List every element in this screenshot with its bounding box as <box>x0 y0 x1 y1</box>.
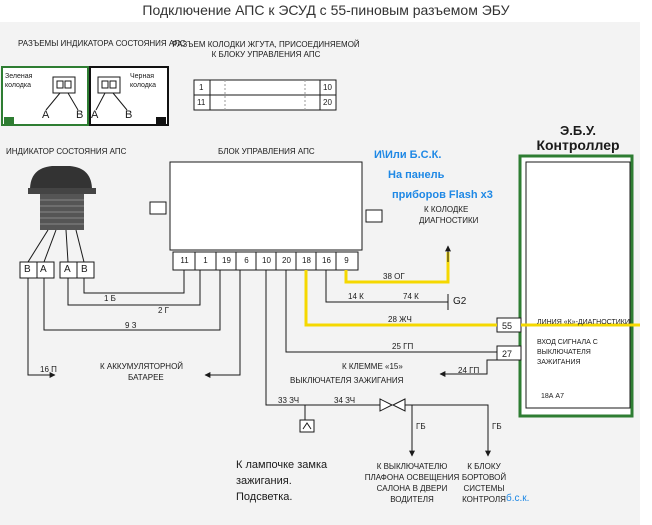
block-pin-11: 11 <box>180 256 189 265</box>
harness-connector-heading: РАЗЪЕМ КОЛОДКИ ЖГУТА, ПРИСОЕДИНЯЕМОЙ К Б… <box>172 40 360 59</box>
wire-2g: 2 Г <box>158 306 170 315</box>
wire-25gp: 25 ГП <box>392 342 414 351</box>
lamp-note-1: К лампочке замка <box>236 459 328 471</box>
harness-pin-10: 10 <box>323 83 332 92</box>
green-connector <box>1 66 89 126</box>
block-pin-10: 10 <box>262 256 271 265</box>
battery-target-1: К АККУМУЛЯТОРНОЙ <box>100 362 184 371</box>
page-title: Подключение АПС к ЭСУД с 55-пиновым разъ… <box>142 2 510 18</box>
bsk-target-4: КОНТРОЛЯ <box>462 495 506 504</box>
bsk-target-2: БОРТОВОЙ <box>461 473 507 482</box>
wire-34zch: 34 ЗЧ <box>334 396 356 405</box>
ecu-pin-27-label-3: ЗАЖИГАНИЯ <box>537 359 581 366</box>
indicator-device <box>27 166 96 263</box>
harness-pin-20: 20 <box>323 98 332 107</box>
harness-pin-11: 11 <box>197 98 206 107</box>
diag-target-2: ДИАГНОСТИКИ <box>419 216 479 225</box>
harness-pin-1: 1 <box>199 83 204 92</box>
block-pin-1: 1 <box>203 256 208 265</box>
indicator-pin-4: B <box>81 264 88 275</box>
black-pin-b: B <box>125 109 133 121</box>
indicator-wires <box>27 270 241 378</box>
bsk-target-3: СИСТЕМЫ <box>463 484 505 493</box>
block-pin-18: 18 <box>302 256 311 265</box>
ecu-title-1: Э.Б.У. <box>560 123 596 138</box>
block-pin-9: 9 <box>344 256 349 265</box>
lamp-note-2: зажигания. <box>236 475 292 487</box>
diag-target-1: К КОЛОДКЕ <box>424 205 469 214</box>
wire-38og: 38 ОГ <box>383 272 405 281</box>
lamp-switch-target-3: САЛОНА В ДВЕРИ <box>376 484 448 493</box>
wire-93: 9 З <box>125 321 137 330</box>
lamp-switch-target-1: К ВЫКЛЮЧАТЕЛЮ <box>376 462 448 471</box>
battery-target-2: БАТАРЕЕ <box>128 373 164 382</box>
ecu-pin-55-label: ЛИНИЯ «К»-ДИАГНОСТИКИ <box>537 319 630 326</box>
indicator-label: ИНДИКАТОР СОСТОЯНИЯ АПС <box>6 147 127 156</box>
indicator-pin-1: B <box>24 264 31 275</box>
green-connector-label: Зеленая колодка <box>5 73 33 89</box>
bulb-symbol <box>299 419 315 433</box>
bsk-target-1: К БЛОКУ <box>467 462 501 471</box>
wire-16p: 16 П <box>40 365 57 374</box>
splice-symbol <box>379 398 406 412</box>
wire-28zh: 28 ЖЧ <box>388 315 412 324</box>
green-pin-a: A <box>42 109 50 121</box>
note-flash: приборов Flash x3 <box>392 189 493 201</box>
green-pin-b: B <box>76 109 84 121</box>
black-pin-a: A <box>91 109 99 121</box>
yellow-wires <box>304 252 640 327</box>
control-block-body <box>149 161 383 271</box>
ecu-box <box>496 154 634 418</box>
wire-gb-1: ГБ <box>416 422 426 431</box>
wire-14k: 14 К <box>348 292 364 301</box>
note-panel: На панель <box>388 169 445 181</box>
harness-connector-grid <box>193 79 337 111</box>
lamp-switch-target-4: ВОДИТЕЛЯ <box>390 495 434 504</box>
indicator-connectors-heading: РАЗЪЕМЫ ИНДИКАТОРА СОСТОЯНИЯ АПС <box>18 39 186 48</box>
ecu-pin-55: 55 <box>502 321 513 331</box>
block-pin-16: 16 <box>322 256 331 265</box>
wire-74k: 74 К <box>403 292 419 301</box>
note-bsk-or: И\Или Б.С.К. <box>374 149 442 161</box>
lamp-switch-target-2: ПЛАФОНА ОСВЕЩЕНИЯ <box>364 473 460 482</box>
wire-24gp: 24 ГП <box>458 366 480 375</box>
black-connector <box>89 66 169 126</box>
indicator-pin-3: A <box>64 264 71 275</box>
control-wires <box>265 270 497 455</box>
ecu-pin-27-label-1: ВХОД СИГНАЛА С <box>537 339 598 346</box>
wire-33zch: 33 ЗЧ <box>278 396 300 405</box>
note-bsk-small: б.с.к. <box>506 493 530 504</box>
ignition-target-2: ВЫКЛЮЧАТЕЛЯ ЗАЖИГАНИЯ <box>290 376 404 385</box>
ignition-target-1: К КЛЕММЕ «15» <box>342 362 403 371</box>
block-pin-6: 6 <box>244 256 249 265</box>
bottom-arrows <box>409 440 491 457</box>
wire-gb-2: ГБ <box>492 422 502 431</box>
indicator-pin-2: A <box>40 264 47 275</box>
black-connector-label: Черная колодка <box>130 73 156 89</box>
ground-g2: G2 <box>453 296 467 307</box>
ecu-connector-code: 18А А7 <box>541 393 564 400</box>
wire-1b: 1 Б <box>104 294 116 303</box>
block-pin-19: 19 <box>222 256 231 265</box>
indicator-pin-boxes <box>19 261 95 279</box>
control-block-label: БЛОК УПРАВЛЕНИЯ АПС <box>218 147 315 156</box>
block-pin-20: 20 <box>282 256 291 265</box>
ecu-pin-27: 27 <box>502 349 513 359</box>
ecu-title-2: Контроллер <box>536 137 620 153</box>
lamp-note-3: Подсветка. <box>236 491 293 503</box>
ecu-pin-27-label-2: ВЫКЛЮЧАТЕЛЯ <box>537 349 591 356</box>
